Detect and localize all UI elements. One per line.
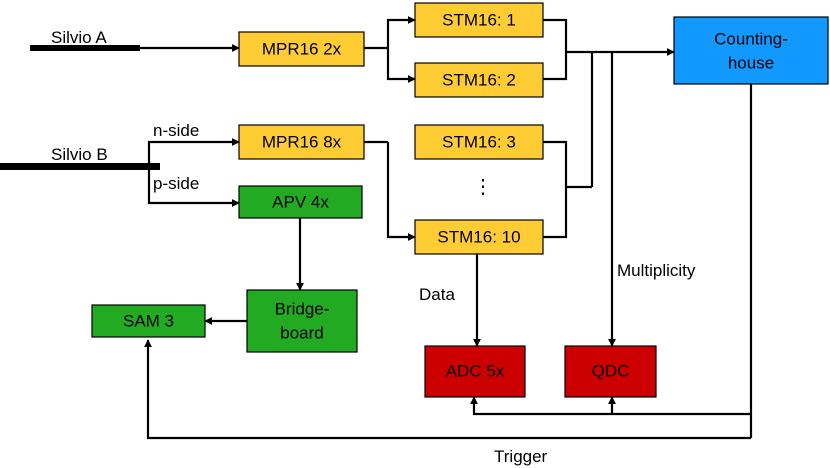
stm16-10-block: STM16: 10 bbox=[414, 219, 544, 255]
sam3-block: SAM 3 bbox=[91, 304, 206, 338]
data-label: Data bbox=[419, 285, 455, 304]
stm16-3-block: STM16: 3 bbox=[414, 124, 544, 160]
multiplicity-label: Multiplicity bbox=[617, 261, 696, 280]
silvio-b-label: Silvio B bbox=[51, 145, 108, 164]
n-side-label: n-side bbox=[153, 121, 199, 140]
stm16-1-label: STM16: 1 bbox=[442, 10, 516, 29]
wire-to-stm16-3 bbox=[386, 142, 416, 241]
stm16-10-label: STM16: 10 bbox=[437, 227, 520, 246]
wire-stm16-1-out bbox=[543, 18, 568, 81]
counting-house-block: Counting- house bbox=[673, 16, 829, 85]
qdc-block: QDC bbox=[564, 345, 657, 398]
counting-house-label-line2: house bbox=[728, 53, 774, 72]
stm16-2-label: STM16: 2 bbox=[442, 70, 516, 89]
wire-to-stm16-1 bbox=[386, 16, 416, 48]
wire-to-stm16-2 bbox=[386, 48, 416, 83]
wire-trigger-to-sam3 bbox=[144, 339, 751, 440]
silvio-a-label: Silvio A bbox=[51, 28, 107, 47]
apv-4x-label: APV 4x bbox=[272, 192, 329, 211]
p-side-label: p-side bbox=[153, 174, 199, 193]
connections bbox=[140, 16, 753, 440]
adc-5x-block: ADC 5x bbox=[424, 345, 526, 398]
qdc-label: QDC bbox=[592, 361, 630, 380]
ellipsis-dots: ⋮ bbox=[473, 176, 493, 198]
wire-silvio-b-n-side bbox=[147, 138, 240, 166]
silvio-b-detector-bar bbox=[0, 163, 160, 170]
apv-4x-block: APV 4x bbox=[238, 185, 363, 219]
wire-trigger-to-adc bbox=[470, 396, 751, 416]
wire-silvio-b-p-side bbox=[147, 166, 240, 207]
stm16-3-label: STM16: 3 bbox=[442, 132, 516, 151]
bridgeboard-label-line1: Bridge- bbox=[275, 299, 330, 318]
silvio-a-detector-bar bbox=[30, 45, 140, 51]
mpr16-2x-label: MPR16 2x bbox=[262, 39, 342, 58]
trigger-label: Trigger bbox=[494, 447, 548, 466]
adc-5x-label: ADC 5x bbox=[446, 361, 505, 380]
mpr16-2x-block: MPR16 2x bbox=[238, 31, 365, 67]
mpr16-8x-label: MPR16 8x bbox=[262, 132, 342, 151]
bridgeboard-block: Bridge- board bbox=[246, 289, 358, 353]
wire-stm16-3-out bbox=[543, 140, 568, 239]
stm16-1-block: STM16: 1 bbox=[414, 2, 544, 38]
sam3-label: SAM 3 bbox=[123, 311, 174, 330]
stm16-2-block: STM16: 2 bbox=[414, 62, 544, 98]
bridgeboard-label-line2: board bbox=[280, 323, 323, 342]
counting-house-label-line1: Counting- bbox=[714, 29, 788, 48]
mpr16-8x-block: MPR16 8x bbox=[238, 124, 365, 160]
